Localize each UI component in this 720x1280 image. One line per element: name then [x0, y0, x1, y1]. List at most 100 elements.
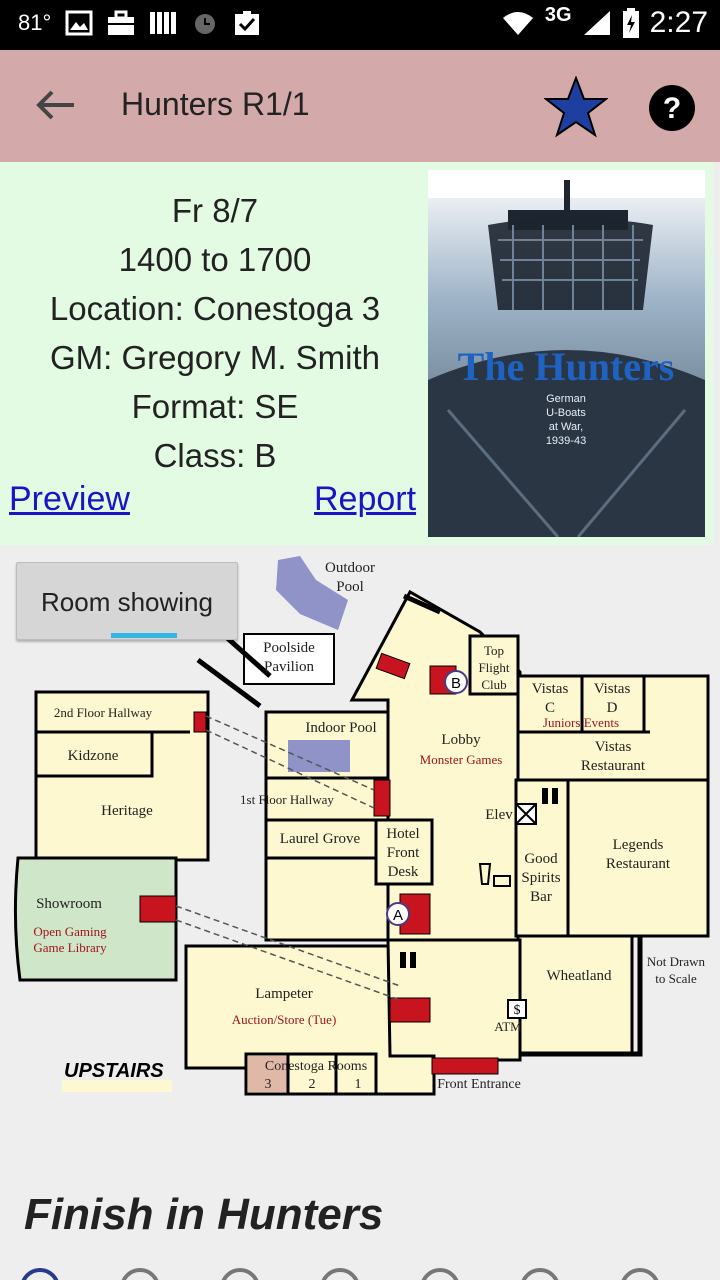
label-vistas-c-2: C — [545, 700, 555, 716]
svg-text:?: ? — [663, 92, 681, 125]
finish-radio[interactable] — [421, 1268, 459, 1280]
status-left: 81° — [18, 10, 261, 36]
poolside-pavilion-box — [243, 633, 335, 685]
label-conestoga-rooms: Conestoga Rooms — [265, 1059, 367, 1074]
room-showing-toggle[interactable]: Room showing — [16, 562, 238, 640]
label-laurel-grove: Laurel Grove — [280, 831, 361, 847]
atm-icon: $ — [507, 999, 527, 1019]
label-lampeter: Lampeter — [255, 986, 312, 1002]
image-icon — [65, 10, 93, 36]
label-heritage: Heritage — [101, 803, 153, 819]
label-front-desk-3: Desk — [388, 864, 419, 880]
label-upstairs: UPSTAIRS — [64, 1060, 164, 1082]
event-gm: GM: Gregory M. Smith — [49, 339, 381, 376]
finish-radio[interactable] — [121, 1268, 159, 1280]
label-auction-store: Auction/Store (Tue) — [232, 1012, 337, 1027]
map-marker-b[interactable]: B — [444, 670, 468, 694]
showroom-shape — [13, 856, 178, 982]
finish-radio[interactable] — [221, 1268, 259, 1280]
label-not-drawn-2: to Scale — [655, 971, 697, 986]
label-vistas-d-1: Vistas — [594, 681, 631, 697]
label-poolside-1: Poolside — [263, 640, 315, 656]
page-title: Hunters R1/1 — [121, 86, 310, 122]
finish-radio[interactable] — [21, 1268, 59, 1280]
label-2nd-floor-hallway: 2nd Floor Hallway — [54, 705, 153, 720]
floor-map: A B $ Outdoor Pool Poolside Pavilion Top… — [13, 556, 710, 1096]
alarm-icon — [195, 14, 216, 34]
label-elev: Elev — [485, 807, 513, 823]
map-marker-a[interactable]: A — [386, 902, 410, 926]
cover-subtitle-3: at War, — [549, 421, 583, 433]
label-legends-1: Legends — [613, 837, 664, 853]
preview-link[interactable]: Preview — [9, 480, 130, 518]
label-vistas-restaurant-2: Restaurant — [581, 758, 646, 774]
battery-icon — [622, 8, 639, 38]
label-top-flight-3: Club — [481, 677, 506, 692]
label-vistas-restaurant-1: Vistas — [595, 739, 632, 755]
label-vistas-c-1: Vistas — [532, 681, 569, 697]
cover-subtitle-4: 1939-43 — [546, 435, 586, 447]
label-top-flight-1: Top — [484, 643, 504, 658]
finish-radio[interactable] — [621, 1268, 659, 1280]
outdoor-pool-shape — [276, 556, 348, 630]
cover-subtitle-2: U-Boats — [546, 407, 586, 419]
action-bar: Hunters R1/1 ? — [0, 50, 720, 162]
label-front-desk-2: Front — [387, 845, 420, 861]
label-front-entrance: Front Entrance — [437, 1077, 521, 1092]
temperature: 81° — [18, 10, 52, 35]
label-bar-3: Bar — [530, 889, 552, 905]
status-right: 3G 2:27 — [501, 3, 708, 40]
cover-art: The Hunters German U-Boats at War, 1939-… — [428, 170, 705, 537]
cover-subtitle-1: German — [546, 393, 586, 405]
event-time: 1400 to 1700 — [118, 241, 312, 278]
wifi-icon — [502, 12, 533, 35]
label-1st-floor-hallway: 1st Floor Hallway — [240, 792, 334, 807]
finish-radio-group — [21, 1268, 659, 1280]
svg-text:$: $ — [514, 1003, 521, 1018]
game-cover-image: The Hunters German U-Boats at War, 1939-… — [428, 170, 705, 537]
label-bar-1: Good — [524, 851, 558, 867]
finish-heading: Finish in Hunters — [24, 1190, 384, 1239]
event-day: Fr 8/7 — [171, 192, 259, 229]
event-format: Format: SE — [131, 388, 299, 425]
label-room-3: 3 — [265, 1077, 272, 1092]
label-outdoor-pool-1: Outdoor — [325, 560, 375, 576]
help-icon[interactable]: ? — [648, 84, 696, 132]
label-game-library: Game Library — [33, 940, 107, 955]
room-showing-label: Room showing — [41, 587, 213, 617]
restroom-icon — [400, 788, 558, 968]
label-bar-2: Spirits — [521, 870, 560, 886]
toggle-indicator — [111, 633, 177, 638]
label-room-1: 1 — [355, 1077, 362, 1092]
label-monster-games: Monster Games — [420, 752, 503, 767]
label-front-desk-1: Hotel — [386, 826, 419, 842]
label-juniors-events: Juniors Events — [543, 715, 619, 730]
event-details: Fr 8/7 1400 to 1700 Location: Conestoga … — [0, 186, 430, 480]
label-lobby: Lobby — [441, 732, 481, 748]
event-location: Location: Conestoga 3 — [49, 290, 381, 327]
elevator-icon — [515, 803, 537, 825]
label-wheatland: Wheatland — [547, 968, 612, 984]
finish-radio[interactable] — [521, 1268, 559, 1280]
label-atm: ATM — [494, 1019, 522, 1034]
signal-icon — [583, 11, 610, 35]
label-indoor-pool: Indoor Pool — [305, 720, 376, 736]
label-open-gaming: Open Gaming — [33, 924, 107, 939]
bar-glass-icon — [478, 863, 511, 887]
front-desk-box — [374, 818, 434, 886]
report-link[interactable]: Report — [314, 480, 417, 518]
label-kidzone: Kidzone — [68, 748, 119, 764]
status-bar: 81° 3G 2:27 — [0, 0, 720, 50]
back-arrow-icon[interactable] — [30, 80, 80, 130]
label-legends-2: Restaurant — [606, 856, 671, 872]
library-icon — [150, 12, 177, 34]
label-not-drawn-1: Not Drawn — [647, 954, 706, 969]
label-vistas-d-2: D — [607, 700, 618, 716]
label-top-flight-2: Flight — [478, 660, 509, 675]
network-type: 3G — [544, 3, 572, 26]
clock: 2:27 — [649, 6, 708, 39]
task-icon — [235, 11, 260, 35]
label-poolside-2: Pavilion — [264, 659, 315, 675]
finish-radio[interactable] — [321, 1268, 359, 1280]
favorite-star-icon[interactable] — [544, 76, 608, 138]
